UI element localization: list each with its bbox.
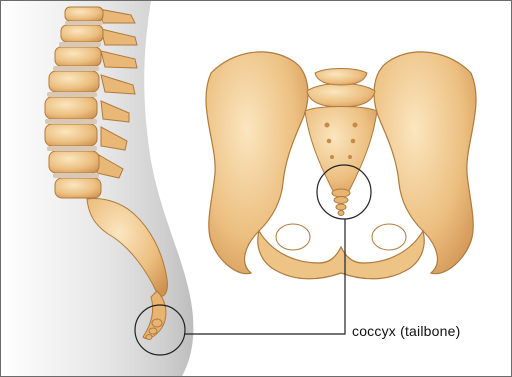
sacrum-front	[305, 107, 377, 195]
coccyx-label: coccyx (tailbone)	[352, 323, 460, 339]
